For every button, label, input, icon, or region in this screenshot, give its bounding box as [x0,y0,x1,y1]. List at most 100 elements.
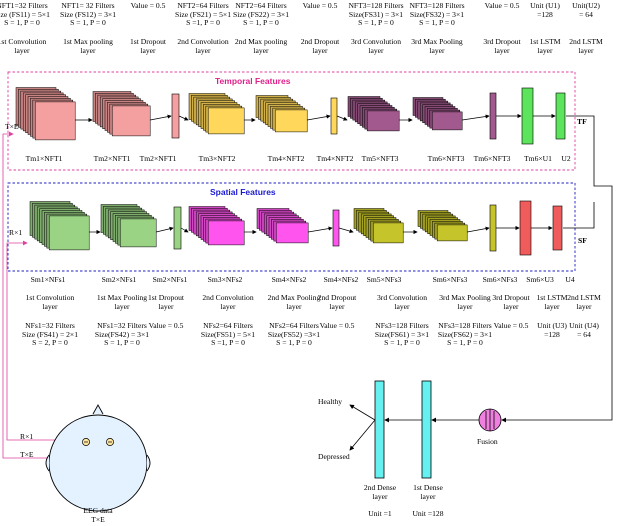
temporal-pool3-params-line-1: NFT3=128 Filters [409,1,465,10]
spatial-conv3-params-line-2: Size(FS61) = 3×1 [374,329,430,339]
spatial-dim-6-line-1: Sm4×NFs2 [323,275,359,284]
temporal-pool3-layer-name-line-1: 3rd Max Pooling [411,37,463,46]
temporal-layer-2 [92,91,151,137]
spatial-pool1-layer-name-line-1: 1st Max Pooling [96,293,148,302]
spatial-pool1-params-line-2: Size(FS42) = 3×1 [94,329,150,339]
spatial-drop1-params: Value = 0.5 [132,321,200,331]
spatial-lstm2-layer-name-line-2: layer [576,301,592,311]
spatial-lstm1-params-line-2: =128 [544,329,560,339]
spatial-dim-1: Sm1×NFs1 [14,275,82,285]
spatial-pool1-layer-name-line-2: layer [114,301,130,311]
dense-1-layer: 1st Dense [413,483,443,492]
spatial-conv1-params-line-1: NFs1=32 Filters [25,321,75,330]
spatial-drop2-layer-name-line-2: layer [329,301,345,311]
temporal-output-label: TF [577,117,587,126]
temporal-drop3-params: Value = 0.5 [468,1,536,11]
spatial-dim-4-line-1: Sm3×NFs2 [207,275,243,284]
spatial-dim-2: Sm2×NFs1 [85,275,153,285]
spatial-lstm1-params: Unit (U3)=128 [518,321,586,339]
temporal-layer-6 [330,97,338,135]
spatial-dim-3-line-1: Sm2×NFs1 [152,275,188,284]
temporal-layer-8 [412,97,463,131]
spatial-input-label: R×1 [9,228,23,237]
spatial-layer-11 [552,205,563,251]
spatial-output-label: SF [578,236,587,245]
temporal-drop3-layer-name-line-1: 3rd Dropout [483,37,521,46]
spatial-pool2-layer-name-line-2: layer [286,301,302,311]
spatial-conv3-layer-name-line-1: 3rd Convolution [377,293,427,302]
spatial-layer-2 [100,204,157,248]
spatial-drop2-layer-name-line-1: 2nd Dropout [317,293,357,302]
spatial-dim-8: Sm6×NFs3 [416,275,484,285]
spatial-pool2-params-line-3: S = 1, P = 0 [276,338,312,347]
spatial-lstm1-params-line-1: Unit (U3) [537,321,567,330]
temporal-layer-10 [521,87,534,145]
spatial-pool1-params-line-1: NFs1=32 Filters [97,321,147,330]
spatial-conv3-params-line-1: NFs3=128 Filters [375,321,429,330]
eeg-caption: EEG data T×E [78,506,118,524]
spatial-dim-10-line-1: Sm6×U3 [526,275,554,284]
fusion-node [478,408,502,432]
temporal-conv3-params-line-1: NFT3=128 Filters [348,1,404,10]
spatial-drop2-params-line-1: Value = 0.5 [319,321,355,330]
temporal-conv3-layer-name-line-1: 3rd Convolution [351,37,401,46]
dense-1-label: 1st Dense layer Unit =128 [408,483,448,519]
spatial-dim-9-line-1: Sm6×NFs3 [482,275,518,284]
temporal-drop2-layer-name-line-2: layer [312,45,328,55]
temporal-pool2-params-line-1: NFT2=64 Filters [235,1,287,10]
temporal-lstm2-params-line-2: = 64 [579,9,593,19]
temporal-pool2-layer-name-line-1: 2nd Max pooling [234,37,288,46]
temporal-layer-5 [255,95,308,133]
temporal-features-box [7,71,576,171]
spatial-features-title: Spatial Features [210,187,276,197]
spatial-layer-6 [332,209,340,247]
temporal-dim-1-line-1: Tm1×NFT1 [25,154,63,163]
temporal-conv2-params-line-3: S =1, P = 0 [186,18,220,27]
temporal-pool1-params-line-3: S = 1, P = 0 [70,18,106,27]
temporal-lstm2-layer-name-line-2: layer [578,45,594,55]
spatial-pool2-params-line-1: NFs2=64 Filters [269,321,319,330]
temporal-conv3-params-line-3: S = 1, P = 0 [358,18,394,27]
temporal-pool3-params-line-3: S = 1, P = 0 [419,18,455,27]
spatial-layer-7 [353,208,404,244]
temporal-lstm1-layer-name-line-2: layer [537,45,553,55]
spatial-drop3-layer-name-line-2: layer [503,301,519,311]
temporal-dim-6: Tm4×NFT2 [301,154,369,164]
depressed-label: Depressed [318,452,350,461]
temporal-dim-8: Tm6×NFT3 [412,154,480,164]
spatial-conv2-layer-name-line-2: layer [220,301,236,311]
spatial-lstm1-layer-name-line-1: 1st LSTM [536,293,568,302]
temporal-layers [15,87,566,145]
temporal-input-label: T×E [5,122,19,131]
temporal-conv3-params-line-2: Size(FS31) = 3×1 [348,9,404,19]
spatial-dim-4: Sm3×NFs2 [191,275,259,285]
temporal-pool2-layer-name-line-2: layer [253,45,269,55]
temporal-lstm2-params: Unit(U2)= 64 [552,1,617,19]
temporal-dim-2-line-1: Tm2×NFT1 [93,154,131,163]
temporal-drop1-params-line-1: Value = 0.5 [130,1,166,10]
spatial-pool3-layer-name-line-1: 3rd Max Pooling [439,293,491,302]
spatial-drop1-params-line-1: Value = 0.5 [148,321,184,330]
spatial-layer-3 [173,206,182,250]
spatial-dim-9: Sm6×NFs3 [466,275,534,285]
spatial-layer-9 [489,204,497,252]
spatial-layer-1 [29,201,90,251]
